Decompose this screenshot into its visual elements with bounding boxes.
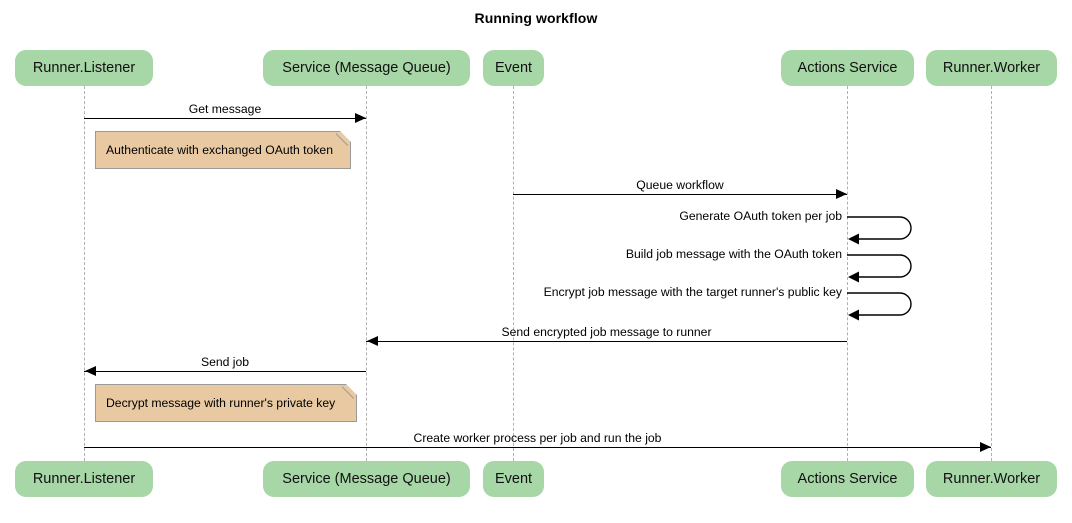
participant-runner-listener-bottom[interactable]: Runner.Listener [15, 461, 153, 497]
arrowhead-create-worker-process-per-job-and-run-the-job [980, 441, 991, 452]
message-line-create-worker-process-per-job-and-run-the-job [84, 447, 991, 448]
participant-label: Service (Message Queue) [282, 471, 451, 487]
self-loop-build-job-message-with-the-oauth-token [847, 249, 927, 283]
message-line-send-job [84, 371, 366, 372]
arrowhead-send-encrypted-job-message-to-runner [367, 335, 378, 346]
lifeline-actions-service [847, 86, 848, 461]
lifeline-runner-listener [84, 86, 85, 461]
lifeline-event [513, 86, 514, 461]
note-label: Decrypt message with runner's private ke… [106, 396, 336, 410]
participant-label: Event [494, 471, 533, 487]
participant-label: Runner.Listener [32, 60, 136, 76]
participant-label: Service (Message Queue) [282, 60, 451, 76]
lifeline-runner-worker [991, 86, 992, 461]
participant-event-bottom[interactable]: Event [483, 461, 544, 497]
note-fold-icon [340, 131, 351, 142]
participant-runner-worker-bottom[interactable]: Runner.Worker [926, 461, 1057, 497]
lifeline-service-message-queue [366, 86, 367, 461]
arrowhead-send-job [85, 365, 96, 376]
self-loop-generate-oauth-token-per-job [847, 211, 927, 245]
participant-actions-service-top[interactable]: Actions Service [781, 50, 914, 86]
participant-event-top[interactable]: Event [483, 50, 544, 86]
message-line-get-message [84, 118, 366, 119]
participant-runner-listener-top[interactable]: Runner.Listener [15, 50, 153, 86]
arrowhead-get-message [355, 112, 366, 123]
note-label: Authenticate with exchanged OAuth token [106, 143, 333, 157]
message-label-create-worker-process-per-job-and-run-the-job: Create worker process per job and run th… [413, 431, 662, 445]
note-authenticate: Authenticate with exchanged OAuth token [95, 131, 351, 169]
participant-service-message-queue-top[interactable]: Service (Message Queue) [263, 50, 470, 86]
message-label-encrypt-job-message-with-the-target-runners-public-key: Encrypt job message with the target runn… [543, 285, 842, 299]
message-label-generate-oauth-token-per-job: Generate OAuth token per job [679, 209, 842, 223]
self-loop-encrypt-job-message-with-the-target-runners-public-key [847, 287, 927, 321]
message-label-get-message: Get message [188, 102, 262, 116]
page-title: Running workflow [474, 10, 598, 26]
message-line-queue-workflow [513, 194, 847, 195]
message-line-send-encrypted-job-message-to-runner [366, 341, 847, 342]
message-label-send-encrypted-job-message-to-runner: Send encrypted job message to runner [501, 325, 712, 339]
participant-label: Runner.Worker [942, 471, 1041, 487]
participant-label: Actions Service [797, 471, 898, 487]
participant-label: Event [494, 60, 533, 76]
arrowhead-queue-workflow [836, 188, 847, 199]
participant-runner-worker-top[interactable]: Runner.Worker [926, 50, 1057, 86]
message-label-send-job: Send job [200, 355, 250, 369]
message-label-build-job-message-with-the-oauth-token: Build job message with the OAuth token [625, 247, 842, 261]
participant-label: Runner.Listener [32, 471, 136, 487]
note-fold-icon [346, 384, 357, 395]
participant-label: Runner.Worker [942, 60, 1041, 76]
participant-actions-service-bottom[interactable]: Actions Service [781, 461, 914, 497]
note-decrypt: Decrypt message with runner's private ke… [95, 384, 357, 422]
participant-service-message-queue-bottom[interactable]: Service (Message Queue) [263, 461, 470, 497]
participant-label: Actions Service [797, 60, 898, 76]
message-label-queue-workflow: Queue workflow [636, 178, 724, 192]
